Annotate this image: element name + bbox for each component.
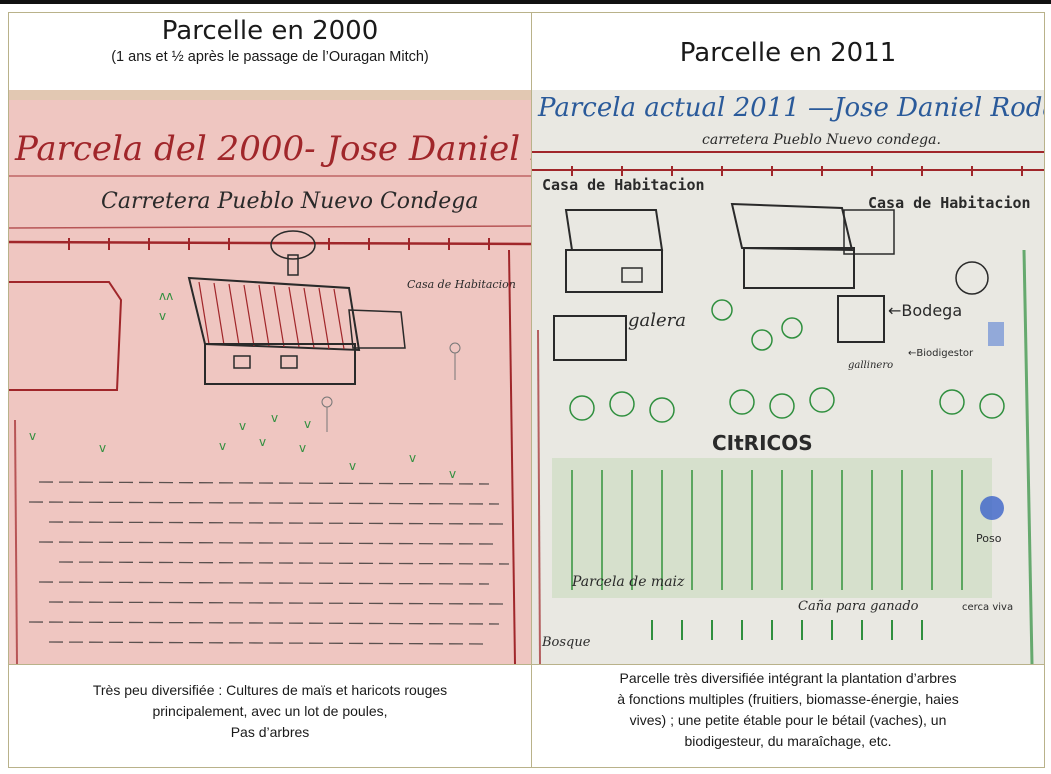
- bosque-label: Bosque: [541, 635, 591, 650]
- svg-text:v: v: [449, 467, 456, 481]
- gallinero-label: gallinero: [848, 360, 893, 371]
- maiz-label: Parcela de maiz: [571, 574, 685, 590]
- heading-2011: Parcela actual 2011 —Jose Daniel Rodas: [537, 93, 1044, 123]
- svg-text:v: v: [349, 459, 356, 473]
- right-title-block: Parcelle en 2011: [532, 16, 1044, 68]
- biodigestor-label: ←Biodigestor: [908, 348, 974, 359]
- road-label-2011: carretera Pueblo Nuevo condega.: [702, 132, 941, 148]
- parcel-2000-drawing: Parcela del 2000- Jose Daniel Rodas Carr…: [9, 90, 531, 664]
- cerca-label: cerca viva: [962, 602, 1013, 613]
- svg-text:v: v: [409, 451, 416, 465]
- svg-text:v: v: [239, 419, 246, 433]
- svg-text:v: v: [29, 429, 36, 443]
- citricos-label: CItRICOS: [712, 431, 813, 455]
- left-caption-line: Pas d’arbres: [230, 724, 310, 740]
- house-left-label: Casa de Habitacion: [542, 176, 705, 194]
- left-caption-line: principalement, avec un lot de poules,: [152, 703, 388, 719]
- right-caption-line: à fonctions multiples (fruitiers, biomas…: [617, 691, 959, 707]
- svg-text:v: v: [259, 435, 266, 449]
- svg-text:v: v: [219, 439, 226, 453]
- svg-text:v: v: [271, 411, 278, 425]
- svg-text:ᴧᴧ: ᴧᴧ: [159, 289, 173, 303]
- left-caption-line: Très peu diversifiée : Cultures de maïs …: [92, 682, 448, 698]
- right-title: Parcelle en 2011: [679, 38, 897, 68]
- left-title-block: Parcelle en 2000 (1 ans et ½ après le pa…: [9, 16, 531, 66]
- cana-label: Caña para ganado: [798, 599, 919, 614]
- caption-divider: [8, 664, 1045, 665]
- svg-text:v: v: [299, 441, 306, 455]
- bodega-label: ←Bodega: [888, 301, 962, 320]
- column-divider: [531, 12, 532, 768]
- parcel-2011-sketch: Parcela actual 2011 —Jose Daniel Rodas c…: [532, 90, 1044, 664]
- right-caption-line: vives) ; une petite étable pour le bétai…: [629, 712, 947, 728]
- left-subtitle: (1 ans et ½ après le passage de l’Ouraga…: [111, 49, 429, 65]
- heading-2000: Parcela del 2000- Jose Daniel Rodas: [14, 129, 531, 169]
- poso-label: Poso: [976, 532, 1002, 545]
- right-caption: Parcelle très diversifiée intégrant la p…: [538, 668, 1038, 752]
- table-frame: [8, 12, 1045, 768]
- galera-label: galera: [628, 310, 686, 331]
- house-right-label: Casa de Habitacion: [868, 194, 1031, 212]
- svg-text:v: v: [159, 309, 166, 323]
- left-caption: Très peu diversifiée : Cultures de maïs …: [14, 680, 526, 743]
- left-title: Parcelle en 2000: [161, 16, 379, 46]
- right-caption-line: biodigesteur, du maraîchage, etc.: [684, 733, 892, 749]
- parcel-2000-sketch: Parcela del 2000- Jose Daniel Rodas Carr…: [9, 90, 531, 664]
- svg-text:v: v: [99, 441, 106, 455]
- right-caption-line: Parcelle très diversifiée intégrant la p…: [619, 670, 957, 686]
- road-label-2000: Carretera Pueblo Nuevo Condega: [101, 189, 479, 214]
- top-rule: [0, 0, 1051, 4]
- parcel-2011-drawing: Parcela actual 2011 —Jose Daniel Rodas c…: [532, 90, 1044, 664]
- house-label-2000: Casa de Habitacion: [407, 278, 516, 291]
- svg-text:v: v: [304, 417, 311, 431]
